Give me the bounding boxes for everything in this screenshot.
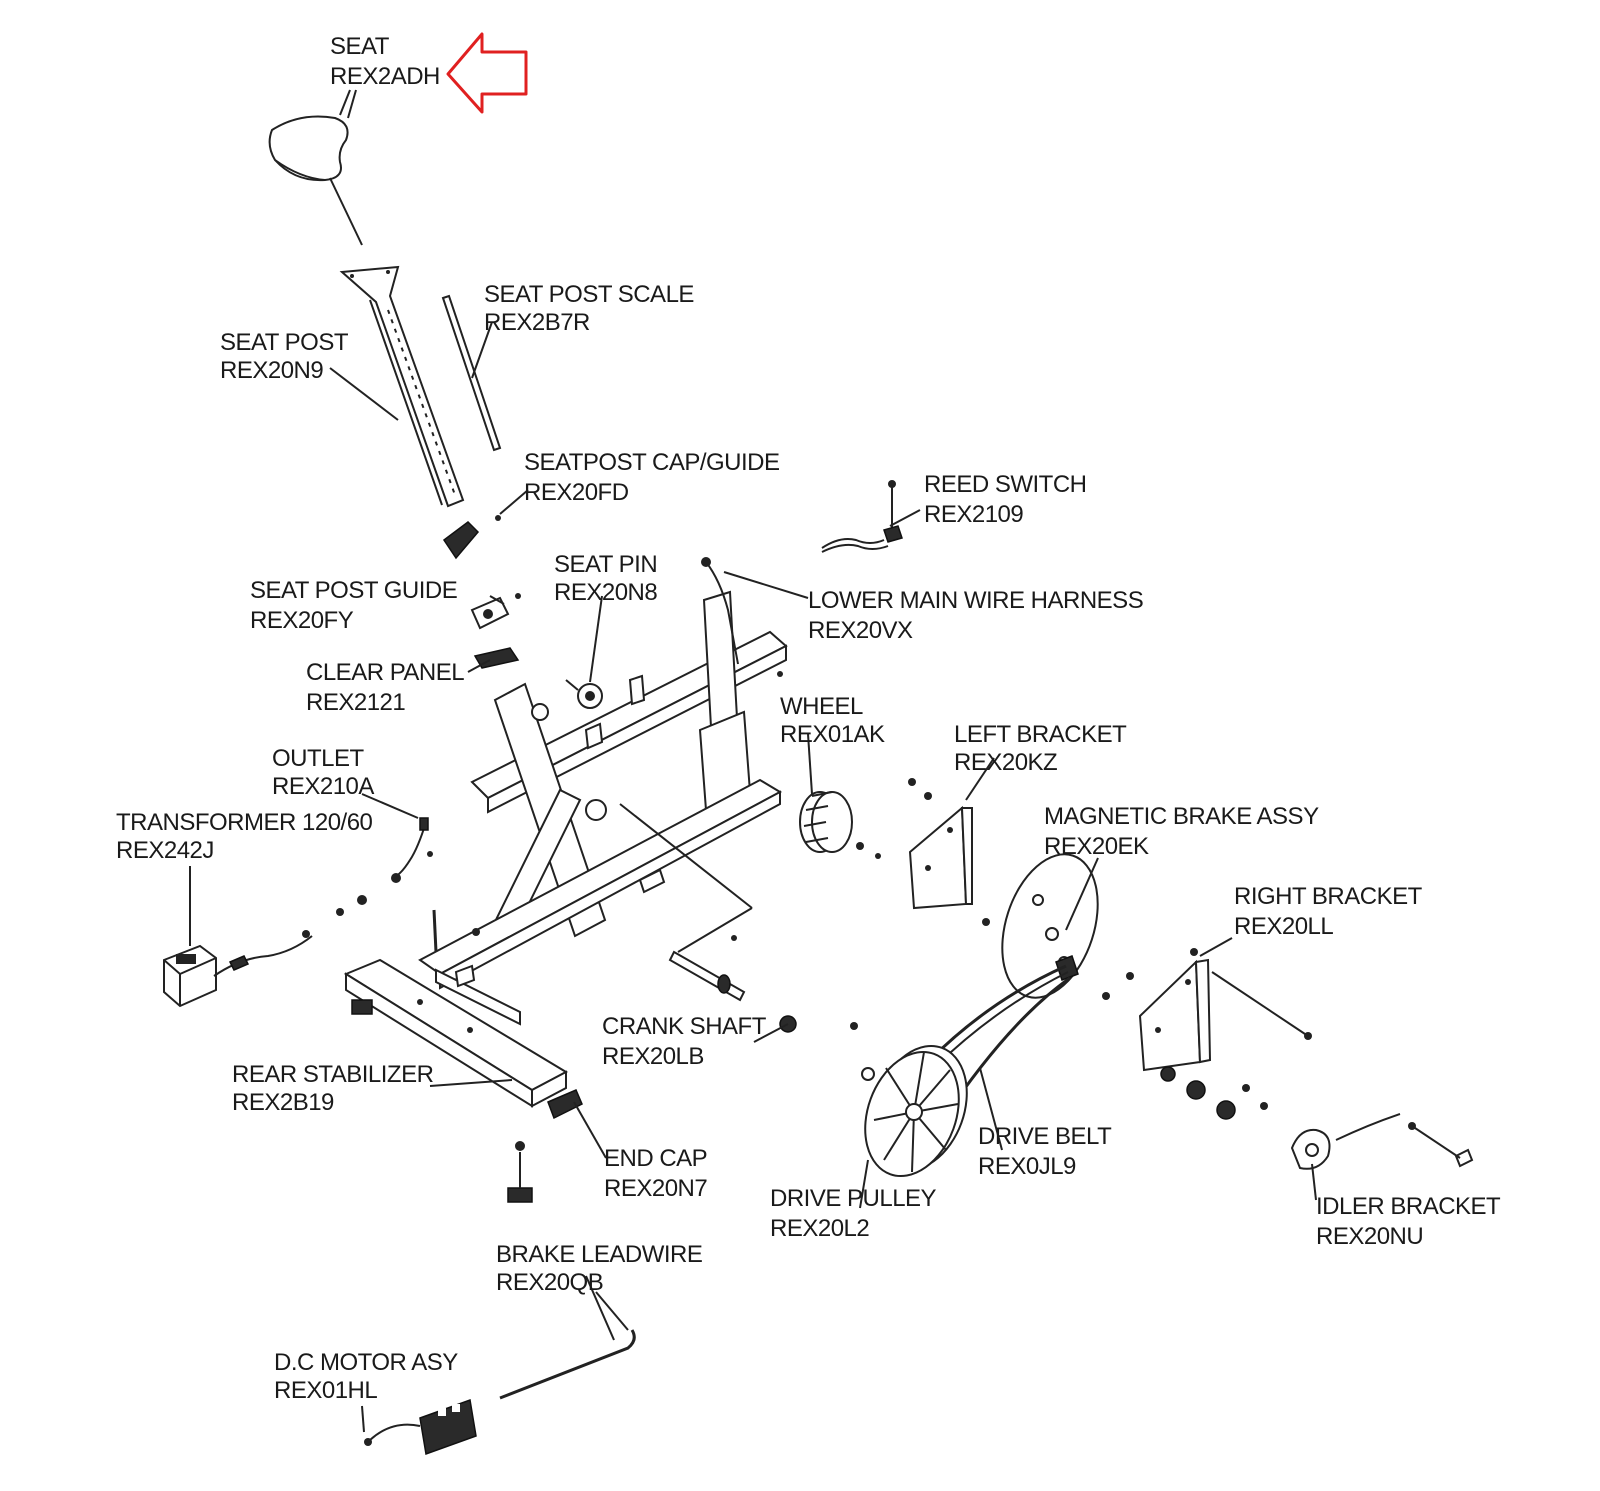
part-label-seat-post-scale: SEAT POST SCALE REX2B7R xyxy=(484,281,694,336)
part-label-seat-post-guide: SEAT POST GUIDE REX20FY xyxy=(250,577,458,634)
right-bracket-drawing[interactable] xyxy=(1126,948,1312,1072)
part-code: REX20FD xyxy=(524,479,629,506)
part-label-crank-shaft: CRANK SHAFT REX20LB xyxy=(602,1013,767,1070)
part-name: SEAT xyxy=(330,33,390,60)
part-label-lower-main-wire-harness: LOWER MAIN WIRE HARNESS REX20VX xyxy=(808,587,1144,644)
seat-post-drawing[interactable] xyxy=(339,265,465,508)
part-code: REX210A xyxy=(272,773,374,800)
part-label-outlet: OUTLET REX210A xyxy=(272,745,375,800)
part-code: REX0JL9 xyxy=(978,1153,1076,1180)
part-name: SEAT PIN xyxy=(554,551,657,578)
left-bracket-drawing[interactable] xyxy=(856,778,990,926)
seat-drawing[interactable] xyxy=(268,89,363,246)
part-code: REX20N7 xyxy=(604,1175,707,1202)
part-name: TRANSFORMER 120/60 xyxy=(116,809,373,836)
part-code: REX2ADH xyxy=(330,63,440,90)
end-cap-drawing[interactable] xyxy=(507,1089,583,1203)
part-code: REX2B19 xyxy=(232,1089,334,1116)
part-name: LEFT BRACKET xyxy=(954,721,1127,748)
part-label-dc-motor-assy: D.C MOTOR ASY REX01HL xyxy=(274,1349,459,1404)
part-code: REX20KZ xyxy=(954,749,1057,776)
part-code: REX20LL xyxy=(1234,913,1333,940)
part-label-clear-panel: CLEAR PANEL REX2121 xyxy=(306,659,465,716)
part-code: REX01HL xyxy=(274,1377,377,1404)
part-label-right-bracket: RIGHT BRACKET REX20LL xyxy=(1234,883,1423,940)
part-label-idler-bracket: IDLER BRACKET REX20NU xyxy=(1316,1193,1502,1250)
part-label-brake-leadwire: BRAKE LEADWIRE REX20QB xyxy=(496,1241,703,1296)
part-name: SEAT POST GUIDE xyxy=(250,577,457,604)
highlight-arrow-icon xyxy=(446,32,528,114)
part-name: BRAKE LEADWIRE xyxy=(496,1241,702,1268)
seatpost-cap-guide-drawing[interactable] xyxy=(442,515,501,560)
part-code: REX20EK xyxy=(1044,833,1149,860)
part-name: CRANK SHAFT xyxy=(602,1013,767,1040)
drive-pulley-drawing[interactable] xyxy=(849,1022,983,1189)
crank-shaft-drawing[interactable] xyxy=(668,935,797,1033)
part-name: REAR STABILIZER xyxy=(232,1061,434,1088)
lower-main-wire-harness-drawing[interactable] xyxy=(701,557,783,677)
part-label-seat-pin: SEAT PIN REX20N8 xyxy=(554,551,658,606)
part-code: REX20N9 xyxy=(220,357,323,384)
part-label-seat: SEAT REX2ADH xyxy=(330,33,440,90)
bolt-drawing xyxy=(432,909,480,988)
part-code: REX2B7R xyxy=(484,309,590,336)
reed-switch-drawing[interactable] xyxy=(821,480,903,553)
part-name: WHEEL xyxy=(780,693,863,720)
magnetic-brake-drawing[interactable] xyxy=(985,842,1114,1010)
part-label-end-cap: END CAP REX20N7 xyxy=(604,1145,708,1202)
idler-bracket-drawing[interactable] xyxy=(1160,1066,1474,1170)
part-name: CLEAR PANEL xyxy=(306,659,464,686)
part-code: REX20L2 xyxy=(770,1215,869,1242)
part-code: REX20LB xyxy=(602,1043,704,1070)
part-name: IDLER BRACKET xyxy=(1316,1193,1501,1220)
brake-leadwire-drawing[interactable] xyxy=(499,1291,636,1400)
part-label-seatpost-cap-guide: SEATPOST CAP/GUIDE REX20FD xyxy=(524,449,780,506)
part-code: REX20FY xyxy=(250,607,354,634)
part-name: MAGNETIC BRAKE ASSY xyxy=(1044,803,1319,830)
seat-post-scale-drawing[interactable] xyxy=(441,294,502,452)
part-name: SEATPOST CAP/GUIDE xyxy=(524,449,780,476)
part-code: REX20NU xyxy=(1316,1223,1423,1250)
part-label-magnetic-brake-assy: MAGNETIC BRAKE ASSY REX20EK xyxy=(1044,803,1320,860)
part-label-seat-post: SEAT POST REX20N9 xyxy=(220,329,349,384)
dc-motor-drawing[interactable] xyxy=(364,1398,477,1456)
rear-stabilizer-drawing[interactable] xyxy=(343,958,569,1108)
wheel-drawing[interactable] xyxy=(799,791,853,853)
part-name: D.C MOTOR ASY xyxy=(274,1349,458,1376)
part-name: END CAP xyxy=(604,1145,707,1172)
part-code: REX2109 xyxy=(924,501,1023,528)
part-name: LOWER MAIN WIRE HARNESS xyxy=(808,587,1143,614)
part-label-wheel: WHEEL REX01AK xyxy=(780,693,886,748)
part-code: REX2121 xyxy=(306,689,405,716)
part-label-drive-belt: DRIVE BELT REX0JL9 xyxy=(978,1123,1113,1180)
part-code: REX20VX xyxy=(808,617,913,644)
part-name: DRIVE BELT xyxy=(978,1123,1112,1150)
part-code: REX242J xyxy=(116,837,214,864)
part-code: REX20N8 xyxy=(554,579,657,606)
part-code: REX01AK xyxy=(780,721,885,748)
part-code: REX20QB xyxy=(496,1269,603,1296)
part-name: RIGHT BRACKET xyxy=(1234,883,1423,910)
part-name: SEAT POST SCALE xyxy=(484,281,694,308)
transformer-drawing[interactable] xyxy=(163,930,313,1008)
part-label-reed-switch: REED SWITCH REX2109 xyxy=(924,471,1087,528)
outlet-drawing[interactable] xyxy=(336,817,433,916)
leader-lines xyxy=(189,89,1317,1433)
part-label-drive-pulley: DRIVE PULLEY REX20L2 xyxy=(770,1185,937,1242)
main-frame-drawing xyxy=(418,590,788,1026)
seat-pin-drawing[interactable] xyxy=(565,679,603,709)
part-label-left-bracket: LEFT BRACKET REX20KZ xyxy=(954,721,1128,776)
part-name: OUTLET xyxy=(272,745,365,772)
part-name: DRIVE PULLEY xyxy=(770,1185,937,1212)
part-name: SEAT POST xyxy=(220,329,349,356)
seat-post-guide-drawing[interactable] xyxy=(470,593,521,630)
part-name: REED SWITCH xyxy=(924,471,1087,498)
part-label-transformer: TRANSFORMER 120/60 REX242J xyxy=(116,809,373,864)
part-label-rear-stabilizer: REAR STABILIZER REX2B19 xyxy=(232,1061,434,1116)
